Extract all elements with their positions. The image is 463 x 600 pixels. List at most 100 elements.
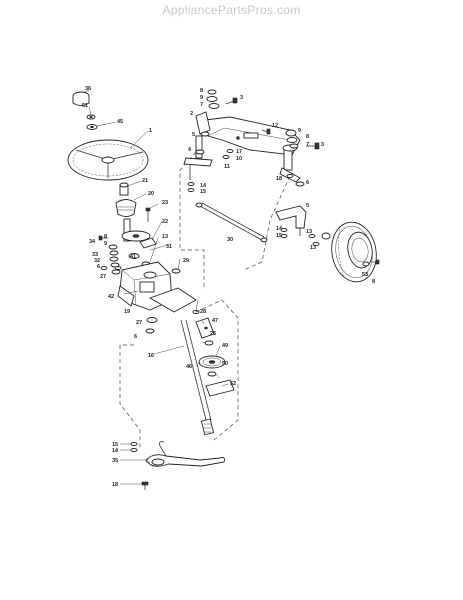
rod-end-18[interactable] bbox=[141, 481, 149, 490]
assembly-line-spindle bbox=[243, 175, 291, 271]
callout-4: 4 bbox=[188, 147, 192, 153]
pinion-gear[interactable] bbox=[198, 355, 226, 369]
sector-gear-plate[interactable] bbox=[121, 230, 151, 242]
hardware-9b[interactable] bbox=[206, 96, 218, 102]
washer-7b[interactable] bbox=[289, 143, 299, 149]
callout-52: 52 bbox=[230, 381, 236, 387]
callout-13c: 13 bbox=[310, 245, 316, 251]
bushing-27a[interactable] bbox=[114, 266, 122, 270]
callout-15d: 15 bbox=[112, 442, 118, 448]
spindle-lower-5b[interactable] bbox=[275, 205, 307, 236]
bracket-47[interactable] bbox=[195, 317, 215, 339]
steering-wheel[interactable] bbox=[67, 139, 149, 181]
callout-17: 17 bbox=[236, 149, 242, 155]
hardware-7a[interactable] bbox=[208, 103, 220, 109]
callout-46: 46 bbox=[186, 364, 192, 370]
hardware-6c[interactable] bbox=[295, 181, 305, 187]
assembly-line-right bbox=[195, 299, 239, 441]
callout-7a: 7 bbox=[200, 102, 203, 108]
bushing-27b[interactable] bbox=[146, 317, 158, 323]
callout-5a: 5 bbox=[192, 132, 195, 138]
callout-29: 29 bbox=[183, 258, 189, 264]
hardware-10[interactable] bbox=[222, 155, 230, 159]
callout-41: 41 bbox=[130, 254, 136, 260]
callout-32: 32 bbox=[94, 258, 100, 264]
axle-bracket-2[interactable] bbox=[195, 111, 211, 135]
callout-33: 33 bbox=[92, 252, 98, 258]
hardware-13c[interactable] bbox=[312, 242, 320, 246]
bolt-23[interactable] bbox=[145, 207, 151, 222]
callout-27a: 27 bbox=[100, 274, 106, 280]
front-wheel[interactable] bbox=[327, 219, 381, 286]
steering-adapter[interactable] bbox=[119, 182, 129, 196]
callout-14a: 14 bbox=[200, 183, 207, 189]
callout-51: 51 bbox=[82, 103, 88, 109]
callout-6a: 6 bbox=[97, 264, 100, 270]
cap-8c[interactable] bbox=[285, 129, 297, 137]
washer-9c[interactable] bbox=[286, 137, 298, 143]
bracket-52[interactable] bbox=[205, 379, 235, 397]
callout-31: 31 bbox=[166, 244, 172, 250]
wheel-cap-53[interactable] bbox=[362, 261, 370, 267]
callout-35: 35 bbox=[112, 458, 118, 464]
callout-15c: 15 bbox=[276, 233, 282, 239]
callout-27b: 27 bbox=[136, 320, 142, 326]
spindle-left[interactable] bbox=[183, 135, 213, 180]
steering-shaft-lower[interactable] bbox=[180, 319, 215, 436]
assembly-line-axle bbox=[179, 151, 205, 290]
washer-6b[interactable] bbox=[145, 328, 155, 334]
callout-6b: 6 bbox=[134, 334, 137, 340]
hardware-8b[interactable] bbox=[207, 89, 217, 95]
hardware-18a[interactable] bbox=[286, 174, 294, 178]
hardware-17[interactable] bbox=[226, 149, 234, 153]
callout-26: 26 bbox=[210, 331, 216, 337]
callout-11: 11 bbox=[224, 164, 230, 170]
steering-arm-19[interactable] bbox=[148, 287, 197, 313]
nut-29[interactable] bbox=[171, 268, 181, 274]
callout-13b: 13 bbox=[306, 229, 312, 235]
hardware-5a[interactable] bbox=[200, 131, 210, 137]
callout-23: 23 bbox=[162, 200, 168, 206]
callout-8c: 8 bbox=[306, 134, 309, 140]
callout-7b: 7 bbox=[306, 142, 309, 148]
steering-wheel-cap[interactable] bbox=[72, 91, 90, 106]
collar-50[interactable] bbox=[207, 371, 217, 377]
gear-41[interactable] bbox=[128, 253, 140, 259]
drag-link[interactable] bbox=[145, 441, 225, 467]
washer-stack-left[interactable] bbox=[100, 244, 121, 275]
callout-28: 28 bbox=[200, 309, 206, 315]
steering-wheel-nut[interactable] bbox=[86, 124, 98, 130]
hardware-15d-14d[interactable] bbox=[130, 442, 138, 452]
callout-18b: 18 bbox=[112, 482, 118, 488]
hardware-14c-15c[interactable] bbox=[280, 228, 288, 238]
callout-8b: 8 bbox=[200, 88, 203, 94]
hardware-13b[interactable] bbox=[308, 234, 316, 238]
wheel-washer[interactable] bbox=[321, 232, 331, 240]
leader-lines-bottom bbox=[120, 443, 148, 485]
callout-19: 19 bbox=[124, 309, 130, 315]
callout-3a: 3 bbox=[240, 95, 243, 101]
spacer-26[interactable] bbox=[204, 340, 214, 346]
steering-wheel-washer[interactable] bbox=[86, 114, 96, 120]
callout-50: 50 bbox=[222, 361, 228, 367]
callout-18a: 18 bbox=[276, 176, 282, 182]
hardware-14a-15a[interactable] bbox=[187, 182, 195, 192]
bolt-3b[interactable] bbox=[306, 142, 320, 150]
bolt-3a[interactable] bbox=[225, 97, 238, 105]
bolt-34[interactable] bbox=[98, 235, 108, 241]
steering-bushing[interactable] bbox=[115, 199, 137, 217]
callout-9c: 9 bbox=[298, 128, 301, 134]
callout-3b: 3 bbox=[321, 142, 324, 148]
callout-labels: 36 51 45 1 21 20 23 22 34 8 9 13 41 31 3… bbox=[82, 86, 375, 488]
tie-rod[interactable] bbox=[195, 202, 268, 243]
callout-42: 42 bbox=[108, 294, 114, 300]
callout-10: 10 bbox=[236, 156, 242, 162]
wheel-bolt-8d[interactable] bbox=[372, 259, 380, 265]
callout-6c: 6 bbox=[306, 180, 309, 186]
hardware-4[interactable] bbox=[195, 149, 205, 155]
steering-shaft-upper[interactable] bbox=[123, 218, 131, 242]
callout-34: 34 bbox=[89, 239, 96, 245]
hardware-11[interactable] bbox=[261, 128, 271, 135]
callout-12: 12 bbox=[272, 123, 278, 129]
callout-20: 20 bbox=[148, 191, 154, 197]
